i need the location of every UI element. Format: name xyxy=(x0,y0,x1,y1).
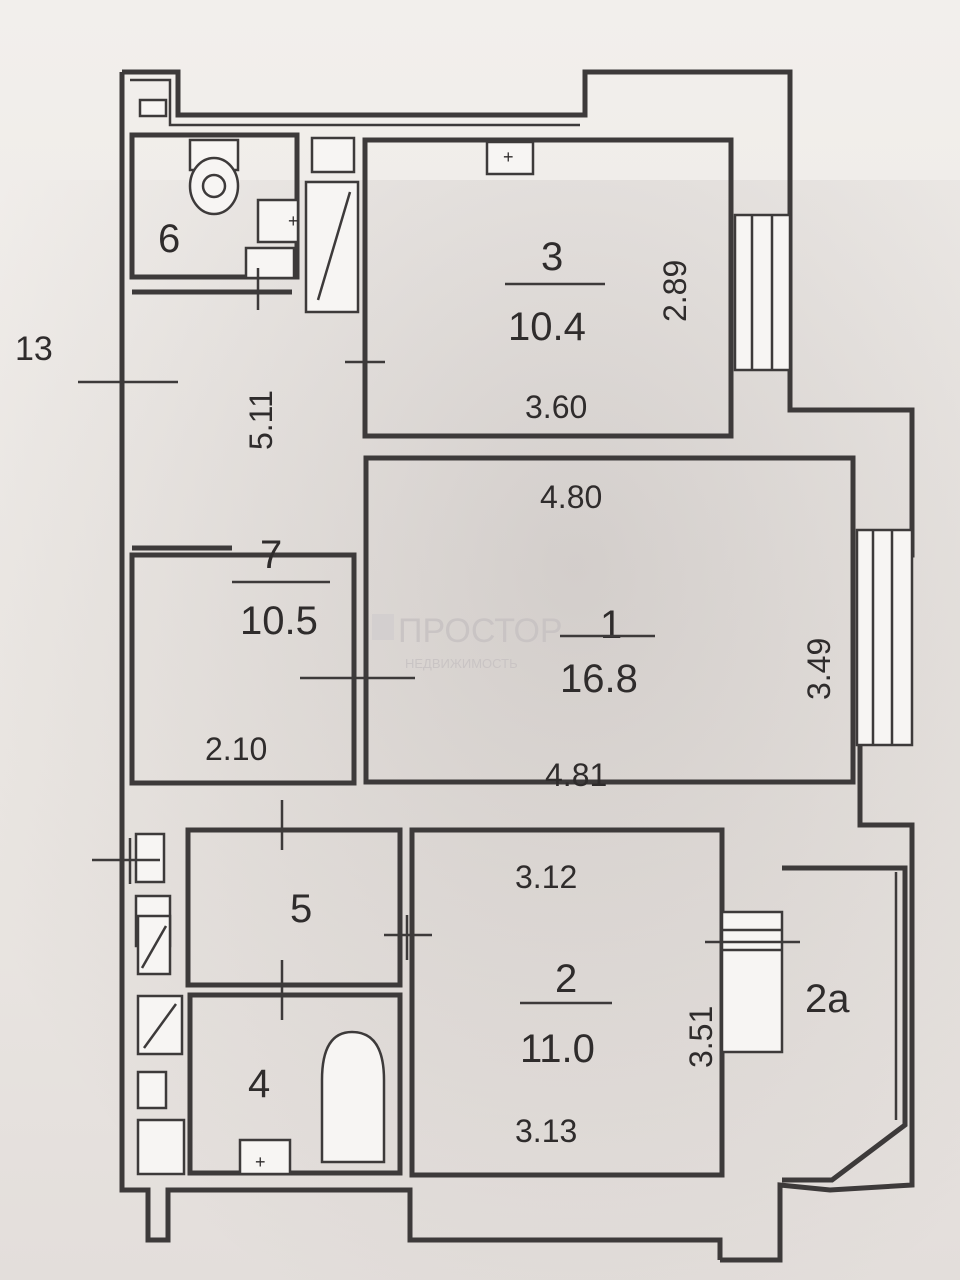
watermark-brand: ПРОСТОР xyxy=(398,612,563,650)
sink-plus-icon: + xyxy=(288,211,299,231)
room-1-dim-bottom: 4.81 xyxy=(545,757,607,793)
room-4-number: 4 xyxy=(248,1062,270,1106)
labels: 13 6 3 10.4 2.89 3.60 5.11 7 10.5 2.10 4… xyxy=(15,217,850,1149)
watermark-sub: НЕДВИЖИМОСТЬ xyxy=(405,656,518,671)
room-2a-number: 2a xyxy=(805,977,850,1021)
room-1-dim-top: 4.80 xyxy=(540,479,602,515)
room-3: + xyxy=(345,137,792,439)
room-2-area: 11.0 xyxy=(520,1027,595,1071)
room-1-number: 1 xyxy=(600,603,622,647)
room-7-area: 10.5 xyxy=(240,599,318,643)
window-room-1 xyxy=(855,528,914,747)
room-7-dim-side: 5.11 xyxy=(243,390,279,450)
watermark: ПРОСТОР НЕДВИЖИМОСТЬ xyxy=(372,612,563,671)
shafts-top xyxy=(244,136,360,314)
room-7 xyxy=(78,268,415,786)
room-2-dim-side: 3.51 xyxy=(683,1006,719,1068)
room-3-dim-bottom: 3.60 xyxy=(525,389,587,425)
outside-label: 13 xyxy=(15,330,53,368)
room-3-area: 10.4 xyxy=(508,305,586,349)
room-1 xyxy=(363,455,914,785)
room-6: + xyxy=(129,98,300,280)
room-2-number: 2 xyxy=(555,957,577,1001)
room-3-dim-side: 2.89 xyxy=(657,260,693,322)
small-vent-icon xyxy=(138,98,168,118)
room-7-number: 7 xyxy=(260,533,282,577)
room-4: + xyxy=(187,960,403,1176)
room-1-area: 16.8 xyxy=(560,657,638,701)
washbasin-icon xyxy=(238,1138,292,1176)
room-2-dim-top: 3.12 xyxy=(515,859,577,895)
room-1-dim-side: 3.49 xyxy=(801,638,837,700)
window-room-3 xyxy=(733,213,792,372)
sink-icon xyxy=(256,198,300,244)
room-5 xyxy=(185,800,432,988)
shafts-left xyxy=(92,832,186,1176)
washbasin-plus-icon: + xyxy=(255,1152,266,1172)
room-2 xyxy=(409,827,800,1178)
bathtub-icon xyxy=(320,1030,386,1164)
socket-plus-icon: + xyxy=(503,147,514,167)
room-7-dim-bottom: 2.10 xyxy=(205,731,267,767)
room-2-dim-bottom: 3.13 xyxy=(515,1113,577,1149)
room-3-number: 3 xyxy=(541,235,563,279)
toilet-bowl-icon xyxy=(201,173,227,199)
socket-icon xyxy=(485,140,535,176)
room-6-number: 6 xyxy=(158,217,180,261)
room-5-number: 5 xyxy=(290,887,312,931)
balcony-door-room-2 xyxy=(720,910,784,1054)
room-2a xyxy=(782,865,908,1183)
